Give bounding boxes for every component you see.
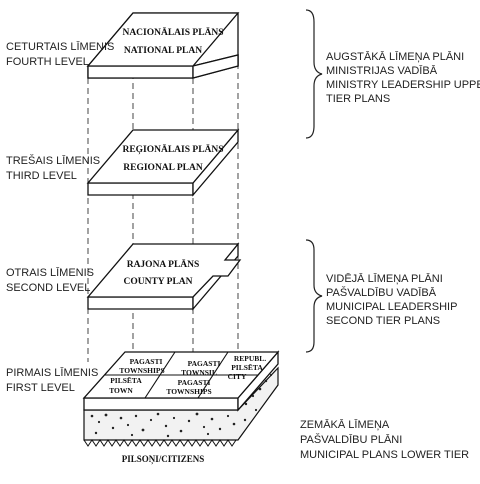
cell-republic-city-2: PILSĒTA (231, 363, 263, 372)
citizens-texture (90, 373, 273, 438)
cell-pagasti-mid-lv: PAGASTI (188, 359, 221, 368)
national-plan-label-en: NATIONAL PLAN (124, 46, 202, 56)
upper-tier-brace (305, 9, 323, 139)
municipal-grid-slab: PAGASTI TOWNSHIPS PAGASTI TOWNSIL REPUBL… (82, 350, 280, 447)
cell-pagasti-front-en: TOWNSHIPS (166, 387, 211, 396)
regional-plan-label-en: REGIONAL PLAN (123, 163, 203, 173)
county-plan-label-lv: RAJONA PLĀNS (127, 259, 200, 270)
cell-republic-city-1: REPUBL. (234, 354, 266, 363)
national-plan-slab: NACIONĀLAIS PLĀNS NATIONAL PLAN (86, 12, 240, 79)
cell-republic-city-3: CITY (228, 372, 247, 381)
cell-pagasti-left-lv: PAGASTI (130, 357, 163, 366)
cell-pagasti-left-en: TOWNSHIPS (119, 366, 164, 375)
regional-plan-slab: REĢIONĀLAIS PLĀNS REGIONAL PLAN (86, 128, 240, 197)
citizens-fringe (83, 439, 237, 447)
citizens-label: PILSOŅI/CITIZENS (122, 454, 205, 465)
regional-plan-label-lv: REĢIONĀLAIS PLĀNS (122, 144, 223, 155)
second-tier-brace (305, 239, 323, 353)
cell-town-en: TOWN (109, 386, 133, 395)
county-plan-slab: RAJONA PLĀNS COUNTY PLAN (86, 242, 242, 311)
cell-pagasti-front-lv: PAGASTI (178, 378, 211, 387)
national-plan-label-lv: NACIONĀLAIS PLĀNS (122, 27, 223, 38)
cell-pagasti-mid-en: TOWNSIL (181, 368, 217, 377)
cell-town-lv: PILSĒTA (110, 376, 142, 385)
county-plan-label-en: COUNTY PLAN (123, 277, 192, 287)
